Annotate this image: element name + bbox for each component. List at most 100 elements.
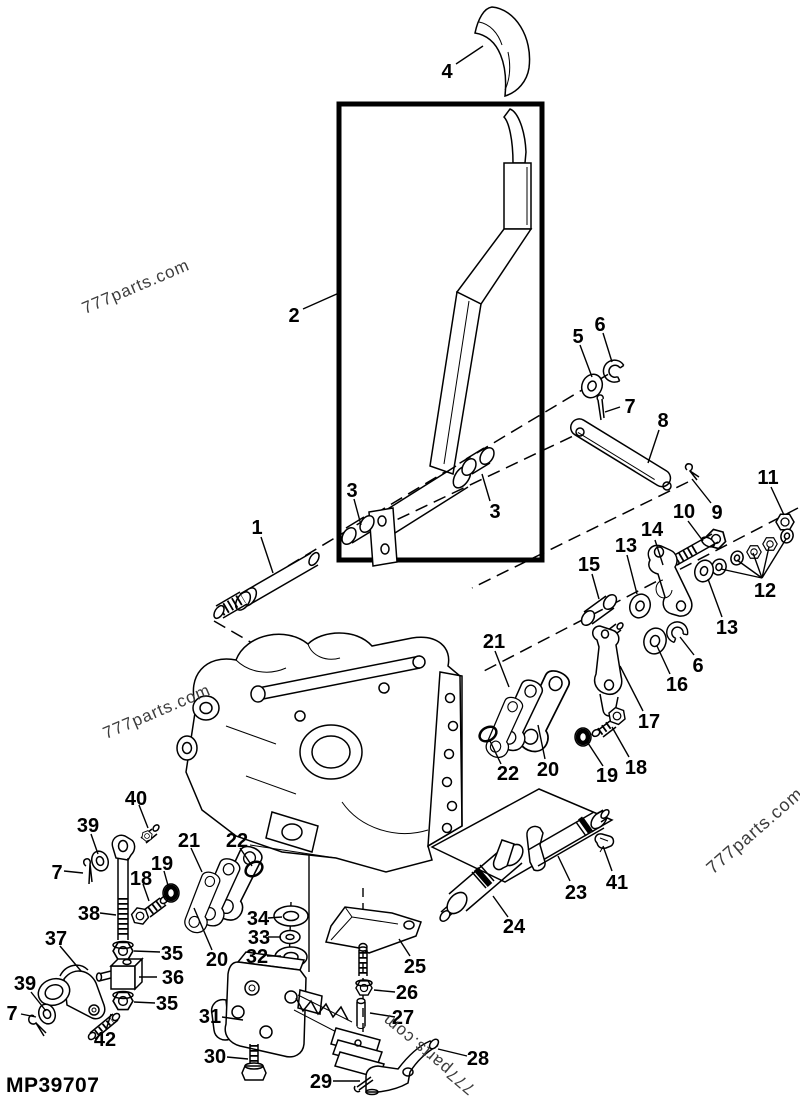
callout-number-11: 11 bbox=[757, 467, 778, 489]
callout-leader-line bbox=[63, 870, 84, 874]
callout-leader-line bbox=[133, 1001, 156, 1004]
callout-number-25: 25 bbox=[404, 956, 426, 978]
callout-leader-line bbox=[602, 332, 613, 363]
callout-number-7: 7 bbox=[6, 1003, 17, 1025]
callout-leader-line bbox=[190, 847, 203, 873]
callout-number-20: 20 bbox=[206, 949, 228, 971]
callout-leader-line bbox=[221, 1016, 244, 1021]
callout-leader-line bbox=[99, 912, 117, 916]
callout-leader-line bbox=[736, 559, 763, 579]
callout-number-22: 22 bbox=[497, 763, 519, 785]
callout-number-7: 7 bbox=[624, 396, 635, 418]
callout-leader-line bbox=[707, 578, 723, 618]
callout-leader-line bbox=[105, 1013, 112, 1031]
callout-number-2: 2 bbox=[288, 305, 299, 327]
callout-labels: 1233456789101112131415136161718192021222… bbox=[6, 61, 778, 1093]
callout-leader-line bbox=[687, 520, 704, 542]
callout-number-39: 39 bbox=[14, 973, 36, 995]
callout-number-5: 5 bbox=[572, 326, 583, 348]
callout-leader-line bbox=[494, 650, 510, 688]
lever-bushings-drawing bbox=[341, 446, 495, 546]
callout-number-20: 20 bbox=[537, 759, 559, 781]
callout-number-29: 29 bbox=[310, 1071, 332, 1093]
callout-leader-line bbox=[302, 292, 340, 310]
callout-leader-line bbox=[90, 833, 99, 855]
callout-number-14: 14 bbox=[641, 519, 664, 541]
callout-leader-line bbox=[761, 546, 770, 579]
callout-leader-line bbox=[481, 473, 491, 502]
center-gasket-group-drawing bbox=[478, 666, 577, 762]
shift-lever-detail-box bbox=[336, 101, 545, 563]
callout-leader-line bbox=[437, 1048, 468, 1057]
callout-leader-line bbox=[489, 740, 502, 765]
callout-number-15: 15 bbox=[578, 554, 600, 576]
callout-number-19: 19 bbox=[596, 765, 618, 787]
callout-leader-line bbox=[604, 406, 621, 413]
callout-leader-line bbox=[626, 554, 638, 595]
callout-leader-line bbox=[142, 883, 150, 902]
callout-leader-line bbox=[691, 478, 712, 504]
callout-number-12: 12 bbox=[754, 580, 776, 602]
callout-leader-line bbox=[770, 486, 785, 516]
callout-number-22: 22 bbox=[226, 830, 248, 852]
callout-number-37: 37 bbox=[45, 928, 67, 950]
callout-number-3: 3 bbox=[489, 501, 500, 523]
shift-lever-drawing bbox=[368, 108, 533, 567]
bolt-18-washer-19-drawing bbox=[574, 705, 629, 747]
callout-leader-line bbox=[455, 45, 484, 65]
callout-leader-line bbox=[138, 804, 149, 829]
callout-leader-line bbox=[656, 645, 671, 675]
callout-number-7: 7 bbox=[51, 862, 62, 884]
callout-number-39: 39 bbox=[77, 815, 99, 837]
callout-leader-line bbox=[20, 1013, 37, 1018]
callout-number-6: 6 bbox=[692, 655, 703, 677]
callout-leader-line bbox=[654, 539, 664, 566]
callout-leader-line bbox=[353, 498, 362, 526]
callout-number-17: 17 bbox=[638, 711, 660, 733]
callout-leader-line bbox=[761, 538, 787, 579]
callout-number-18: 18 bbox=[130, 868, 152, 890]
callout-leader-line bbox=[679, 636, 695, 656]
callout-number-10: 10 bbox=[673, 501, 695, 523]
callout-leader-line bbox=[492, 895, 509, 918]
callout-number-13: 13 bbox=[615, 535, 637, 557]
callout-number-24: 24 bbox=[503, 916, 526, 938]
callout-number-6: 6 bbox=[594, 314, 605, 336]
washer-stack-drawing bbox=[273, 905, 309, 968]
callout-leader-line bbox=[591, 573, 600, 600]
callout-number-27: 27 bbox=[392, 1007, 414, 1029]
callout-leader-line bbox=[585, 739, 604, 767]
bracket-25-group-drawing bbox=[325, 906, 422, 1029]
callout-leader-line bbox=[720, 568, 763, 579]
rod-38-group-drawing bbox=[83, 824, 160, 1011]
callout-number-8: 8 bbox=[657, 410, 668, 432]
callout-leader-line bbox=[59, 945, 82, 972]
callout-leader-line bbox=[619, 665, 644, 712]
callout-leader-line bbox=[611, 726, 630, 758]
callout-number-35: 35 bbox=[156, 993, 178, 1015]
callout-leader-line bbox=[398, 938, 411, 957]
callout-leader-line bbox=[193, 907, 213, 951]
callout-number-19: 19 bbox=[151, 853, 173, 875]
callout-leader-line bbox=[557, 855, 571, 882]
callout-number-3: 3 bbox=[346, 480, 357, 502]
transmission-case-drawing bbox=[176, 632, 463, 873]
callout-leader-line bbox=[752, 552, 763, 579]
callout-leader-line bbox=[239, 847, 253, 867]
callout-number-30: 30 bbox=[204, 1046, 226, 1068]
pipe-28-drawing bbox=[353, 1038, 440, 1096]
callout-leader-line bbox=[647, 429, 660, 464]
callout-number-21: 21 bbox=[178, 830, 200, 852]
callout-number-21: 21 bbox=[483, 631, 505, 653]
callout-number-34: 34 bbox=[247, 908, 270, 930]
callout-leader-line bbox=[30, 991, 47, 1012]
callout-leader-line bbox=[369, 1012, 396, 1018]
callout-number-26: 26 bbox=[396, 982, 418, 1004]
callout-number-42: 42 bbox=[94, 1029, 116, 1051]
callout-leader-line bbox=[133, 950, 161, 953]
callout-leader-line bbox=[579, 344, 593, 378]
callout-number-16: 16 bbox=[666, 674, 688, 696]
callout-number-31: 31 bbox=[199, 1006, 221, 1028]
callout-number-32: 32 bbox=[246, 946, 268, 968]
